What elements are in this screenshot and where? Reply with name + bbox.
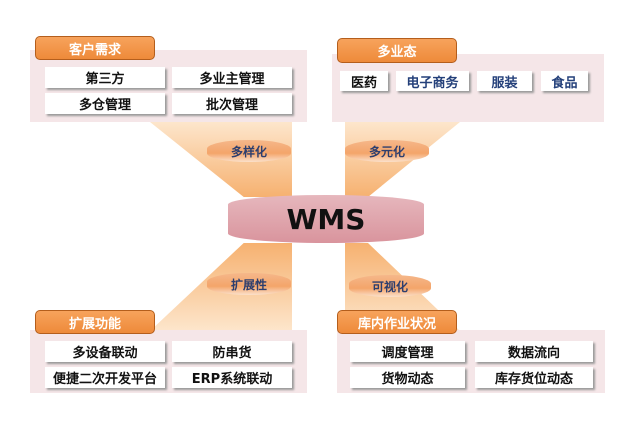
tag-visualization: 可视化 xyxy=(349,275,431,297)
item-apparel: 服装 xyxy=(477,71,532,91)
item-dispatch: 调度管理 xyxy=(350,341,465,362)
item-location-status: 库存货位动态 xyxy=(475,367,593,388)
item-multi-owner: 多业主管理 xyxy=(172,67,292,88)
item-anti-diversion: 防串货 xyxy=(172,341,292,362)
customer-title: 客户需求 xyxy=(35,36,155,60)
wms-core: WMS xyxy=(228,195,424,243)
extension-title: 扩展功能 xyxy=(35,310,155,334)
item-multi-warehouse: 多仓管理 xyxy=(45,93,165,114)
item-erp-link: ERP系统联动 xyxy=(172,367,292,388)
item-third-party: 第三方 xyxy=(45,67,165,88)
item-batch: 批次管理 xyxy=(172,93,292,114)
item-goods-status: 货物动态 xyxy=(350,367,465,388)
tag-diversity: 多样化 xyxy=(207,140,291,162)
item-data-flow: 数据流向 xyxy=(475,341,593,362)
item-multi-device: 多设备联动 xyxy=(45,341,165,362)
item-food: 食品 xyxy=(541,71,588,91)
tag-extensibility: 扩展性 xyxy=(207,273,291,295)
item-dev-platform: 便捷二次开发平台 xyxy=(45,367,165,388)
tag-pluralism: 多元化 xyxy=(345,140,429,162)
warehouse-title: 库内作业状况 xyxy=(337,310,457,334)
business-title: 多业态 xyxy=(337,38,457,63)
item-ecommerce: 电子商务 xyxy=(396,71,469,91)
item-medicine: 医药 xyxy=(340,71,388,91)
